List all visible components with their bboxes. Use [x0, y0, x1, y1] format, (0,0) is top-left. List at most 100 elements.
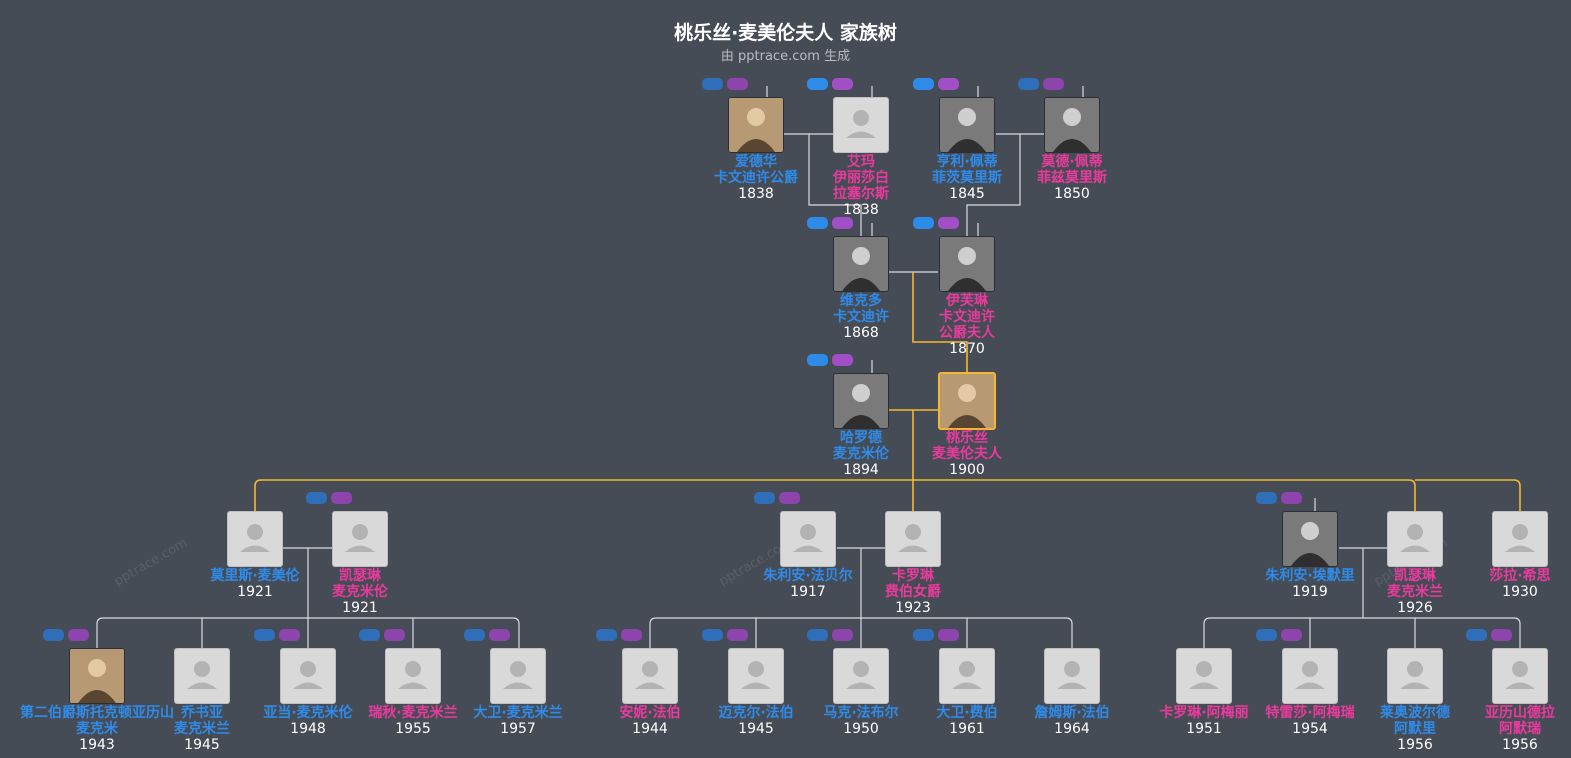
person-name[interactable]: 亚历山德拉	[1485, 705, 1555, 721]
person-name[interactable]: 爱德华	[735, 154, 777, 170]
placeholder-person-icon[interactable]	[174, 648, 230, 704]
person-name[interactable]: 凯瑟琳	[339, 568, 381, 584]
portrait-photo-icon[interactable]	[939, 236, 995, 292]
portrait-photo-icon[interactable]	[939, 97, 995, 153]
person-name[interactable]: 马克·法布尔	[823, 705, 899, 721]
person-name[interactable]: 亚当·麦克米伦	[263, 705, 353, 721]
expand-father-button[interactable]	[1466, 629, 1487, 641]
expand-father-button[interactable]	[913, 217, 934, 229]
person-name[interactable]: 詹姆斯·法伯	[1034, 705, 1110, 721]
expand-father-button[interactable]	[807, 629, 828, 641]
person-name[interactable]: 卡文迪许	[939, 309, 995, 325]
expand-father-button[interactable]	[913, 78, 934, 90]
person-name[interactable]: 麦克米伦	[833, 446, 889, 462]
portrait-photo-icon[interactable]	[728, 97, 784, 153]
placeholder-person-icon[interactable]	[332, 511, 388, 567]
expand-mother-button[interactable]	[1043, 78, 1064, 90]
expand-father-button[interactable]	[464, 629, 485, 641]
person-name[interactable]: 亨利·佩蒂	[936, 154, 998, 170]
expand-mother-button[interactable]	[727, 78, 748, 90]
person-name[interactable]: 阿默瑞	[1499, 721, 1541, 737]
portrait-photo-icon[interactable]	[833, 236, 889, 292]
expand-mother-button[interactable]	[832, 629, 853, 641]
person-name[interactable]: 阿默里	[1394, 721, 1436, 737]
expand-mother-button[interactable]	[832, 217, 853, 229]
person-name[interactable]: 卡罗琳	[892, 568, 934, 584]
placeholder-person-icon[interactable]	[728, 648, 784, 704]
person-name[interactable]: 瑞秋·麦克米兰	[368, 705, 458, 721]
person-name[interactable]: 特雷莎·阿梅瑞	[1265, 705, 1355, 721]
portrait-photo-icon[interactable]	[833, 373, 889, 429]
portrait-photo-icon[interactable]	[1282, 511, 1338, 567]
person-name[interactable]: 迈克尔·法伯	[718, 705, 794, 721]
expand-father-button[interactable]	[807, 78, 828, 90]
person-name[interactable]: 哈罗德	[840, 430, 882, 446]
person-name[interactable]: 朱利安·埃默里	[1265, 568, 1355, 584]
person-name[interactable]: 麦克米伦	[332, 584, 388, 600]
person-name[interactable]: 菲茨莫里斯	[932, 170, 1002, 186]
expand-father-button[interactable]	[754, 492, 775, 504]
expand-mother-button[interactable]	[384, 629, 405, 641]
placeholder-person-icon[interactable]	[622, 648, 678, 704]
expand-mother-button[interactable]	[938, 217, 959, 229]
placeholder-person-icon[interactable]	[1282, 648, 1338, 704]
expand-mother-button[interactable]	[489, 629, 510, 641]
person-name[interactable]: 卡文迪许	[833, 309, 889, 325]
expand-mother-button[interactable]	[779, 492, 800, 504]
expand-father-button[interactable]	[1256, 492, 1277, 504]
expand-father-button[interactable]	[702, 78, 723, 90]
person-name[interactable]: 莎拉·希思	[1489, 568, 1551, 584]
placeholder-person-icon[interactable]	[385, 648, 441, 704]
placeholder-person-icon[interactable]	[885, 511, 941, 567]
placeholder-person-icon[interactable]	[1492, 511, 1548, 567]
expand-mother-button[interactable]	[621, 629, 642, 641]
expand-father-button[interactable]	[702, 629, 723, 641]
expand-mother-button[interactable]	[832, 354, 853, 366]
person-name[interactable]: 伊芙琳	[946, 293, 988, 309]
person-name[interactable]: 费伯女爵	[885, 584, 941, 600]
person-name[interactable]: 维克多	[840, 293, 882, 309]
person-name[interactable]: 乔书亚	[181, 705, 223, 721]
expand-father-button[interactable]	[43, 629, 64, 641]
placeholder-person-icon[interactable]	[1492, 648, 1548, 704]
person-name[interactable]: 朱利安·法贝尔	[763, 568, 853, 584]
placeholder-person-icon[interactable]	[227, 511, 283, 567]
expand-mother-button[interactable]	[938, 78, 959, 90]
expand-mother-button[interactable]	[727, 629, 748, 641]
expand-father-button[interactable]	[1256, 629, 1277, 641]
person-name[interactable]: 桃乐丝	[946, 430, 988, 446]
expand-mother-button[interactable]	[1491, 629, 1512, 641]
person-name[interactable]: 第二伯爵斯托克顿亚历山	[20, 705, 174, 721]
expand-father-button[interactable]	[306, 492, 327, 504]
expand-father-button[interactable]	[807, 354, 828, 366]
person-name[interactable]: 麦美伦夫人	[932, 446, 1002, 462]
person-name[interactable]: 麦克米兰	[174, 721, 230, 737]
person-name[interactable]: 艾玛	[847, 154, 875, 170]
person-name[interactable]: 莫德·佩蒂	[1041, 154, 1103, 170]
person-name[interactable]: 大卫·麦克米兰	[473, 705, 563, 721]
expand-father-button[interactable]	[913, 629, 934, 641]
expand-mother-button[interactable]	[68, 629, 89, 641]
person-name[interactable]: 菲兹莫里斯	[1037, 170, 1107, 186]
person-name[interactable]: 伊丽莎白	[833, 170, 889, 186]
placeholder-person-icon[interactable]	[833, 648, 889, 704]
person-name[interactable]: 麦克米	[76, 721, 118, 737]
placeholder-person-icon[interactable]	[833, 97, 889, 153]
portrait-photo-icon[interactable]	[69, 648, 125, 704]
person-name[interactable]: 公爵夫人	[939, 325, 995, 341]
expand-father-button[interactable]	[1018, 78, 1039, 90]
expand-father-button[interactable]	[807, 217, 828, 229]
portrait-photo-icon[interactable]	[938, 372, 996, 430]
expand-father-button[interactable]	[596, 629, 617, 641]
expand-mother-button[interactable]	[1281, 629, 1302, 641]
expand-mother-button[interactable]	[938, 629, 959, 641]
person-name[interactable]: 拉塞尔斯	[833, 186, 889, 202]
person-name[interactable]: 卡罗琳·阿梅丽	[1159, 705, 1249, 721]
person-name[interactable]: 安妮·法伯	[619, 705, 681, 721]
portrait-photo-icon[interactable]	[1044, 97, 1100, 153]
person-name[interactable]: 麦克米兰	[1387, 584, 1443, 600]
placeholder-person-icon[interactable]	[1387, 648, 1443, 704]
person-name[interactable]: 莫里斯·麦美伦	[210, 568, 300, 584]
placeholder-person-icon[interactable]	[280, 648, 336, 704]
expand-mother-button[interactable]	[331, 492, 352, 504]
